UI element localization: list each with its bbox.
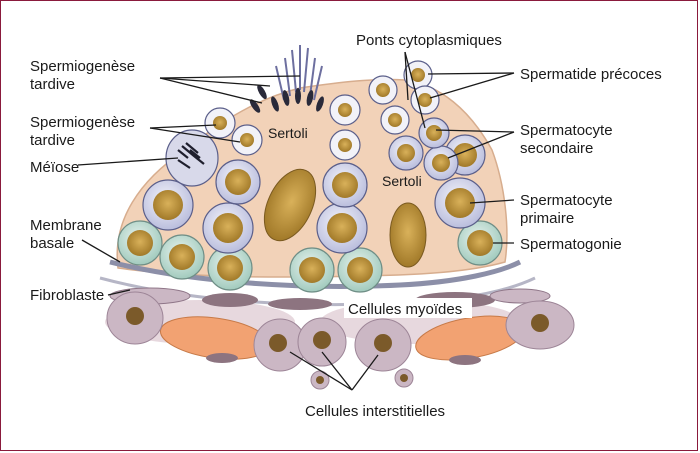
label-cellules-myoides: Cellules myoïdes	[348, 301, 462, 318]
label-spermatide-precoces: Spermatide précoces	[520, 66, 662, 83]
label-sertoli-2: Sertoli	[382, 173, 422, 189]
label-cellules-interstitielles: Cellules interstitielles	[305, 403, 445, 420]
early-spermatids	[204, 60, 440, 161]
sertoli-nucleus	[389, 202, 427, 268]
sertoli-nucleus	[263, 168, 317, 242]
label-spermiogenese-tardive-1-l1: Spermiogenèse	[30, 58, 135, 75]
label-ponts-cytoplasmiques: Ponts cytoplasmiques	[356, 32, 502, 49]
label-spermatocyte-secondaire-l1: Spermatocyte	[520, 122, 613, 139]
label-membrane-basale-l1: Membrane	[30, 217, 102, 234]
label-spermatocyte-secondaire-l2: secondaire	[520, 140, 593, 157]
late-spermatids	[249, 45, 324, 113]
secondary-spermatocytes	[388, 117, 459, 181]
label-meiose: Méïose	[30, 159, 79, 176]
label-spermatocyte-primaire-l1: Spermatocyte	[520, 192, 613, 209]
label-spermatocyte-primaire-l2: primaire	[520, 210, 574, 227]
label-spermiogenese-tardive-1-l2: tardive	[30, 76, 75, 93]
label-spermatogonie: Spermatogonie	[520, 236, 622, 253]
meiosis-cell	[165, 129, 219, 187]
label-fibroblaste: Fibroblaste	[30, 287, 104, 304]
spermatogonia	[117, 220, 503, 293]
label-spermiogenese-tardive-2-l2: tardive	[30, 132, 75, 149]
leader-lines	[77, 51, 515, 391]
label-spermiogenese-tardive-2-l1: Spermiogenèse	[30, 114, 135, 131]
label-sertoli-1: Sertoli	[268, 125, 308, 141]
label-membrane-basale-l2: basale	[30, 235, 74, 252]
label-bg-cellules-myoides	[344, 298, 472, 318]
